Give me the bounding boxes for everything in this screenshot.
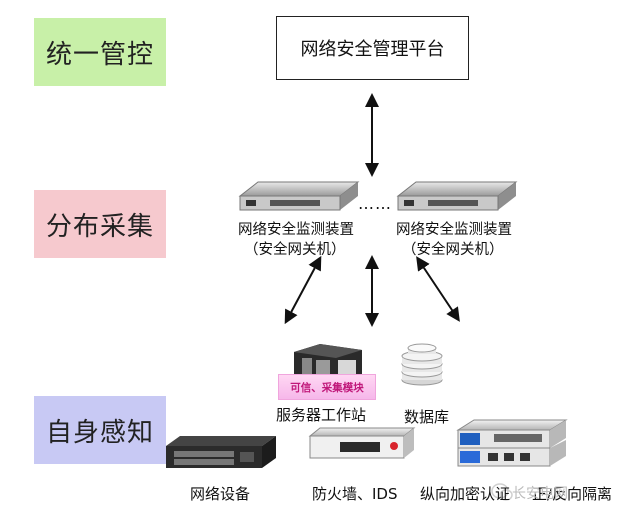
server-workstation-label: 服务器工作站 <box>276 406 367 424</box>
firewall-ids-label: 防火墙、IDS <box>312 485 398 503</box>
firewall-icon <box>308 427 416 459</box>
database-label: 数据库 <box>404 408 450 426</box>
layer-label-self-perception: 自身感知 <box>34 396 166 464</box>
monitor-device-2-sub: （安全网关机） <box>402 242 504 258</box>
layer-label-distributed-collection: 分布采集 <box>34 190 166 258</box>
layer-label-unified-control: 统一管控 <box>34 18 166 86</box>
wechat-icon <box>491 483 513 501</box>
encryption-auth-label: 纵向加密认证 <box>420 485 511 503</box>
rack-server-icon <box>396 181 518 211</box>
arrow-icon <box>284 255 322 325</box>
encryption-device-icon <box>456 419 568 449</box>
arrow-icon <box>416 256 460 322</box>
monitor-device-2-name: 网络安全监测装置 <box>396 222 512 238</box>
monitor-device-1-sub: （安全网关机） <box>244 242 346 258</box>
monitor-device-1-name: 网络安全监测装置 <box>238 222 354 238</box>
isolation-device-icon <box>457 440 566 467</box>
network-device-label: 网络设备 <box>190 485 251 503</box>
management-platform-box: 网络安全管理平台 <box>276 16 469 80</box>
trusted-collection-module-badge: 可信、采集模块 <box>278 374 376 400</box>
switch-icon <box>166 436 276 468</box>
rack-server-icon <box>238 181 360 211</box>
ellipsis-text: …… <box>358 194 392 213</box>
database-icon <box>401 343 443 386</box>
isolation-label: 正/反向隔离 <box>532 485 613 503</box>
watermark-text: 长安电网 <box>512 486 568 502</box>
